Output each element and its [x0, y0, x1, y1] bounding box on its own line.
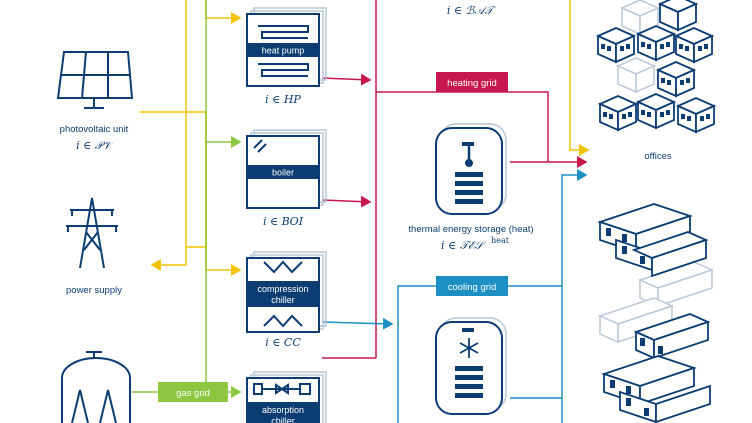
- gas-grid-label: gas grid: [176, 388, 210, 399]
- absorption-chiller-label-2: chiller: [271, 416, 295, 423]
- boiler-unit: [246, 129, 327, 209]
- pv-label: photovoltaic unit: [60, 124, 129, 135]
- boiler-set-label: i ∈ 𝐵𝑂𝐼: [263, 215, 304, 228]
- power-pylon-icon: [66, 197, 118, 269]
- cooling-lines: [321, 169, 588, 423]
- offices-label: offices: [644, 151, 672, 162]
- heat-pump-unit: [246, 7, 327, 87]
- compression-chiller-unit: [246, 251, 327, 333]
- snowflake-icon: [459, 338, 479, 358]
- thermal-storage-cold-icon: [435, 317, 507, 415]
- absorption-chiller-unit: [246, 371, 327, 423]
- offices-buildings-icon: [595, 0, 717, 134]
- thermometer-icon: [465, 144, 473, 167]
- thermal-storage-heat-icon: [435, 123, 507, 215]
- heating-lines: [321, 0, 588, 359]
- compression-chiller-set-label: i ∈ 𝐶𝐶: [265, 336, 301, 349]
- gas-tank-icon: [61, 351, 131, 423]
- tes-heat-set-label: i ∈ 𝒯ℰ𝒮: [441, 239, 486, 252]
- gas-grid-tag: [158, 382, 228, 402]
- compression-chiller-label-1: compression: [257, 284, 308, 294]
- tes-heat-superscript: heat: [491, 236, 510, 245]
- boiler-label: boiler: [272, 168, 294, 178]
- pv-set-label: i ∈ 𝒫𝒱: [76, 139, 116, 152]
- cooling-grid-tag: [436, 276, 508, 296]
- battery-set-label: i ∈ ℬ𝒜𝒯: [447, 4, 497, 17]
- compression-chiller-label-2: chiller: [271, 295, 295, 305]
- heat-pump-label: heat pump: [262, 46, 305, 56]
- power-supply-label: power supply: [66, 285, 122, 296]
- heating-grid-label: heating grid: [447, 78, 497, 89]
- heating-grid-tag: [436, 72, 508, 92]
- tes-heat-label: thermal energy storage (heat): [408, 224, 533, 235]
- cooling-grid-label: cooling grid: [448, 282, 497, 293]
- heat-pump-set-label: i ∈ 𝐻𝑃: [265, 93, 301, 106]
- photovoltaic-icon: [56, 51, 134, 109]
- absorption-chiller-label-1: absorption: [262, 405, 304, 415]
- heat-pump-coil-icon: [258, 25, 309, 39]
- industrial-buildings-icon: [597, 203, 715, 423]
